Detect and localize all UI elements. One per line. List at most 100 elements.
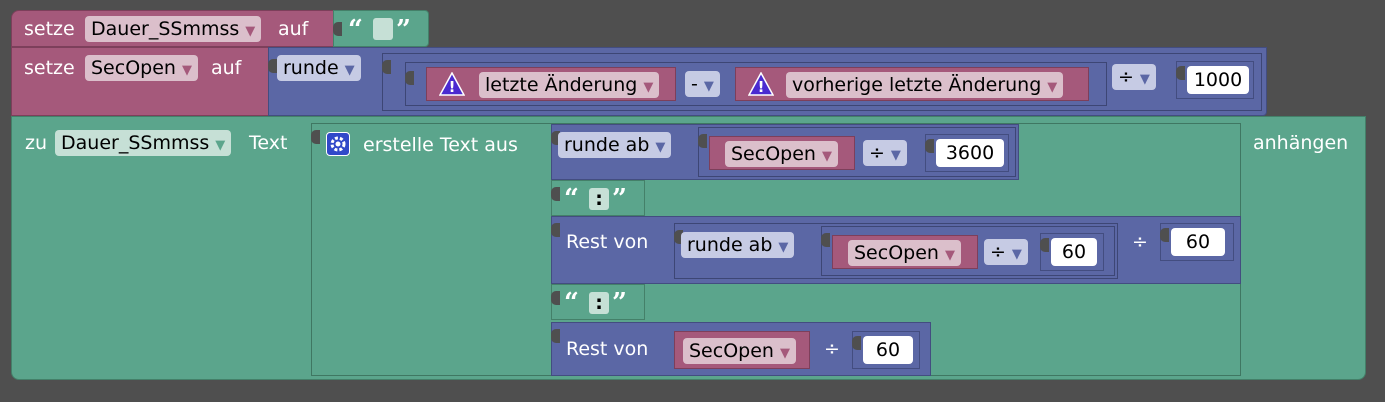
set-label: setze (24, 57, 75, 79)
divide-op: ÷ (869, 142, 885, 164)
variable-name: SecOpen (731, 143, 816, 165)
minus-op: - (691, 73, 698, 95)
set-variable-block-secopen[interactable]: setze SecOpen ▼ auf (11, 47, 273, 116)
chevron-down-icon: ▼ (215, 138, 226, 153)
minus-dropdown[interactable]: -▼ (685, 71, 720, 97)
close-quote: ” (396, 15, 411, 45)
number-block[interactable]: 1000 (1176, 61, 1254, 99)
number-field[interactable]: 3600 (936, 139, 1004, 167)
round-op: runde ab (564, 134, 650, 156)
chevron-down-icon: ▼ (1011, 247, 1022, 262)
variable-block-vorherige[interactable]: ! vorherige letzte Änderung ▼ (735, 67, 1089, 101)
chevron-down-icon: ▼ (643, 80, 654, 95)
divide-dropdown[interactable]: ÷▼ (984, 239, 1028, 265)
variable-block[interactable]: SecOpen ▼ (674, 331, 810, 369)
divide-dropdown[interactable]: ÷▼ (1112, 64, 1156, 90)
round-op: runde ab (687, 234, 773, 256)
append-label: anhängen (1253, 132, 1349, 154)
to-label: auf (278, 18, 309, 40)
round-down-block[interactable]: runde ab▼ SecOpen▼ ÷▼ 3600 (551, 124, 1019, 180)
number-field[interactable]: 1000 (1187, 66, 1249, 94)
variable-block[interactable]: SecOpen ▼ (709, 136, 855, 170)
variable-name: letzte Änderung (485, 74, 638, 96)
variable-name: vorherige letzte Änderung (792, 74, 1042, 96)
chevron-down-icon: ▼ (779, 346, 790, 361)
remainder-label: Rest von (566, 338, 649, 360)
round-block[interactable]: runde▼ ! letzte Änderung▼ -▼ ! vorherige… (268, 47, 1267, 116)
colon-text-block[interactable]: “ : ” (551, 180, 645, 216)
number-block[interactable]: 60 (1160, 223, 1234, 261)
warning-icon[interactable]: ! (439, 72, 465, 96)
empty-text-block[interactable]: “ ” (333, 10, 429, 47)
chevron-down-icon: ▼ (1139, 72, 1150, 87)
close-quote: ” (612, 184, 627, 214)
open-quote: “ (348, 15, 363, 45)
number-field[interactable]: 60 (1171, 228, 1225, 256)
divide-block[interactable]: SecOpen▼ ÷▼ 60 (821, 226, 1115, 276)
create-text-label: erstelle Text aus (363, 134, 518, 156)
remainder-block[interactable]: Rest von runde ab▼ SecOpen▼ ÷▼ (551, 216, 1241, 284)
number-block[interactable]: 3600 (925, 134, 1009, 172)
divide-block[interactable]: SecOpen▼ ÷▼ 3600 (698, 127, 1016, 177)
remainder-label: Rest von (566, 231, 649, 253)
number-block[interactable]: 60 (1040, 233, 1104, 271)
open-quote: “ (564, 288, 579, 318)
variable-dropdown[interactable]: letzte Änderung ▼ (479, 72, 660, 98)
to-label: auf (211, 57, 242, 79)
remainder-block[interactable]: Rest von SecOpen ▼ ÷ 60 (551, 322, 931, 376)
set-label: setze (24, 18, 75, 40)
variable-name: SecOpen (854, 242, 939, 264)
number-field[interactable]: 60 (863, 336, 913, 364)
to-label: zu (25, 132, 48, 154)
variable-dropdown[interactable]: Dauer_SSmmss ▼ (55, 130, 232, 156)
round-down-dropdown[interactable]: runde ab ▼ (681, 232, 795, 258)
chevron-down-icon: ▼ (778, 240, 789, 255)
chevron-down-icon: ▼ (703, 79, 714, 94)
warning-icon[interactable]: ! (748, 72, 774, 96)
variable-block[interactable]: SecOpen ▼ (832, 235, 978, 269)
variable-name: SecOpen (91, 57, 176, 79)
chevron-down-icon: ▼ (1047, 80, 1058, 95)
close-quote: ” (612, 288, 627, 318)
divide-op: ÷ (824, 338, 840, 360)
chevron-down-icon: ▼ (181, 63, 192, 78)
variable-dropdown[interactable]: Dauer_SSmmss ▼ (85, 16, 262, 42)
variable-dropdown[interactable]: SecOpen ▼ (683, 338, 796, 364)
variable-dropdown[interactable]: vorherige letzte Änderung ▼ (786, 72, 1064, 98)
round-down-block[interactable]: runde ab▼ SecOpen▼ ÷▼ 60 (674, 223, 1118, 279)
number-block[interactable]: 60 (852, 331, 920, 369)
minus-block[interactable]: ! letzte Änderung▼ -▼ ! vorherige letzte… (405, 62, 1107, 106)
divide-block[interactable]: ! letzte Änderung▼ -▼ ! vorherige letzte… (382, 53, 1262, 111)
text-label: Text (249, 132, 288, 154)
set-variable-block-dauer[interactable]: setze Dauer_SSmmss ▼ auf (11, 10, 341, 47)
round-dropdown[interactable]: runde ▼ (277, 55, 361, 81)
open-quote: “ (564, 184, 579, 214)
chevron-down-icon: ▼ (944, 248, 955, 263)
round-down-dropdown[interactable]: runde ab▼ (558, 132, 672, 158)
chevron-down-icon: ▼ (344, 63, 355, 78)
text-input[interactable] (373, 18, 393, 40)
number-field[interactable]: 60 (1051, 238, 1097, 266)
divide-op: ÷ (1132, 231, 1148, 253)
gear-icon[interactable] (326, 132, 350, 156)
create-text-block[interactable]: erstelle Text aus runde ab▼ SecOpen▼ ÷▼ (311, 123, 1241, 376)
colon-text-block[interactable]: “ : ” (551, 284, 645, 320)
variable-dropdown[interactable]: SecOpen ▼ (848, 240, 961, 266)
text-input[interactable]: : (589, 292, 609, 314)
divide-op: ÷ (1118, 66, 1134, 88)
variable-dropdown[interactable]: SecOpen ▼ (85, 55, 198, 81)
chevron-down-icon: ▼ (890, 148, 901, 163)
text-input[interactable]: : (589, 188, 609, 210)
append-text-block[interactable]: zu Dauer_SSmmss ▼ Text anhängen erstelle … (11, 116, 1366, 380)
svg-text:!: ! (449, 78, 456, 96)
round-op: runde (283, 57, 339, 79)
chevron-down-icon: ▼ (821, 149, 832, 164)
variable-name: Dauer_SSmmss (91, 18, 240, 40)
divide-dropdown[interactable]: ÷▼ (863, 140, 907, 166)
divide-op: ÷ (990, 241, 1006, 263)
variable-name: SecOpen (689, 340, 774, 362)
variable-dropdown[interactable]: SecOpen ▼ (725, 141, 838, 167)
chevron-down-icon: ▼ (245, 24, 256, 39)
variable-name: Dauer_SSmmss (61, 132, 210, 154)
variable-block-letzte[interactable]: ! letzte Änderung ▼ (426, 67, 676, 101)
